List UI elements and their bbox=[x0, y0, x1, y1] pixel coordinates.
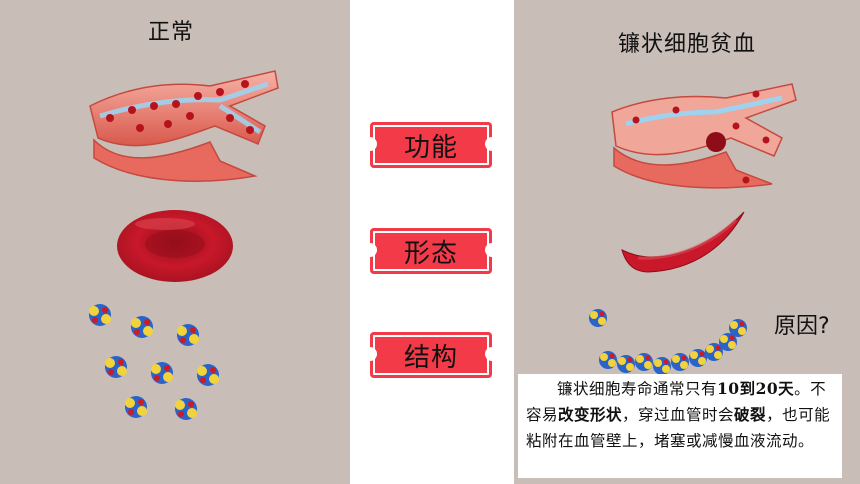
sickle-red-blood-cell bbox=[621, 211, 745, 273]
normal-hemoglobin-molecules bbox=[89, 304, 219, 420]
structure-tag: 结构 bbox=[363, 332, 499, 378]
normal-title: 正常 bbox=[147, 20, 194, 45]
normal-red-blood-cell bbox=[117, 210, 233, 282]
desc-text-3: ，穿过血管时会 bbox=[622, 406, 735, 424]
sickle-blood-vessel-illustration bbox=[611, 83, 797, 189]
cause-question-label: 原因? bbox=[774, 314, 830, 339]
function-tag: 功能 bbox=[363, 122, 499, 168]
shape-tag: 形态 bbox=[363, 228, 499, 274]
normal-panel: 正常 bbox=[0, 0, 350, 484]
normal-blood-vessel-illustration bbox=[89, 70, 279, 182]
desc-text-4: ，也可能粘附在血管壁上，堵塞或减慢血液流动。 bbox=[526, 406, 831, 450]
desc-rupture-bold: 破裂 bbox=[734, 405, 767, 424]
sickle-hemoglobin-polymer bbox=[589, 309, 747, 375]
desc-shape-change-bold: 改变形状 bbox=[558, 405, 623, 424]
desc-lifespan-bold: 10到20天 bbox=[717, 379, 795, 398]
desc-text-1: 镰状细胞寿命通常只有 bbox=[557, 380, 718, 398]
desc-text-2: 。不容易 bbox=[526, 380, 827, 424]
sickle-cell-description: 镰状细胞寿命通常只有10到20天。不容易改变形状，穿过血管时会破裂，也可能粘附在… bbox=[518, 374, 842, 478]
sickle-cell-title: 镰状细胞贫血 bbox=[617, 32, 756, 57]
